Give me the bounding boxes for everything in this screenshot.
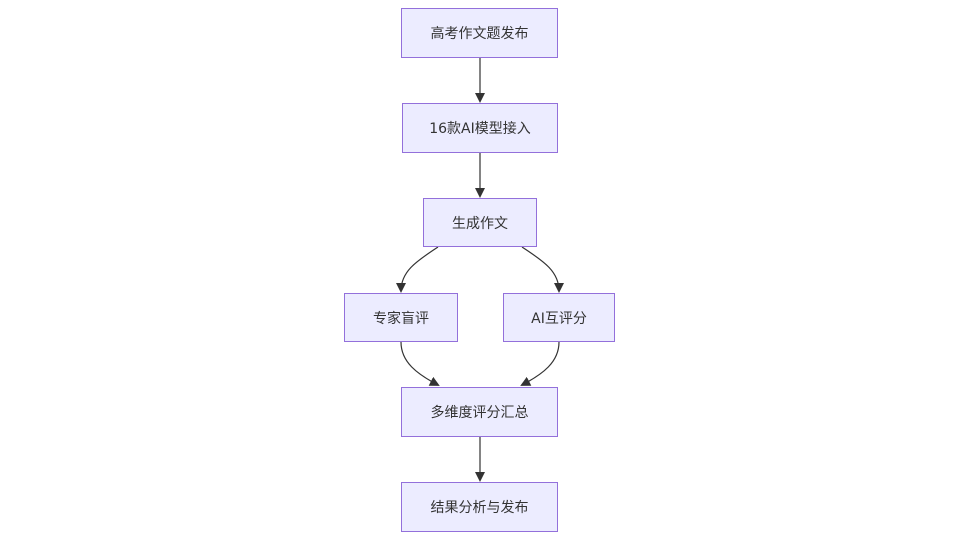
node-ai-models-access: 16款AI模型接入 (402, 103, 558, 153)
node-label: 高考作文题发布 (430, 26, 529, 42)
node-label: 生成作文 (452, 215, 508, 232)
node-label: 结果分析与发布 (430, 500, 529, 516)
edge-expert-summary (400, 341, 440, 386)
node-label: 多维度评分汇总 (430, 405, 529, 421)
edge-aipeer-summary (520, 341, 560, 386)
node-label: 16款AI模型接入 (429, 121, 531, 137)
node-multi-dimension-summary: 多维度评分汇总 (401, 387, 558, 437)
node-essay-topic-publish: 高考作文题发布 (401, 8, 558, 58)
node-label: AI互评分 (531, 310, 587, 327)
node-expert-blind-review: 专家盲评 (344, 293, 458, 342)
edge-generate-expert (396, 246, 439, 293)
node-generate-essay: 生成作文 (423, 198, 537, 247)
edge-generate-aipeer (521, 246, 564, 293)
node-ai-peer-scoring: AI互评分 (503, 293, 615, 342)
node-label: 专家盲评 (373, 310, 429, 327)
node-results-analysis-publish: 结果分析与发布 (401, 482, 558, 532)
